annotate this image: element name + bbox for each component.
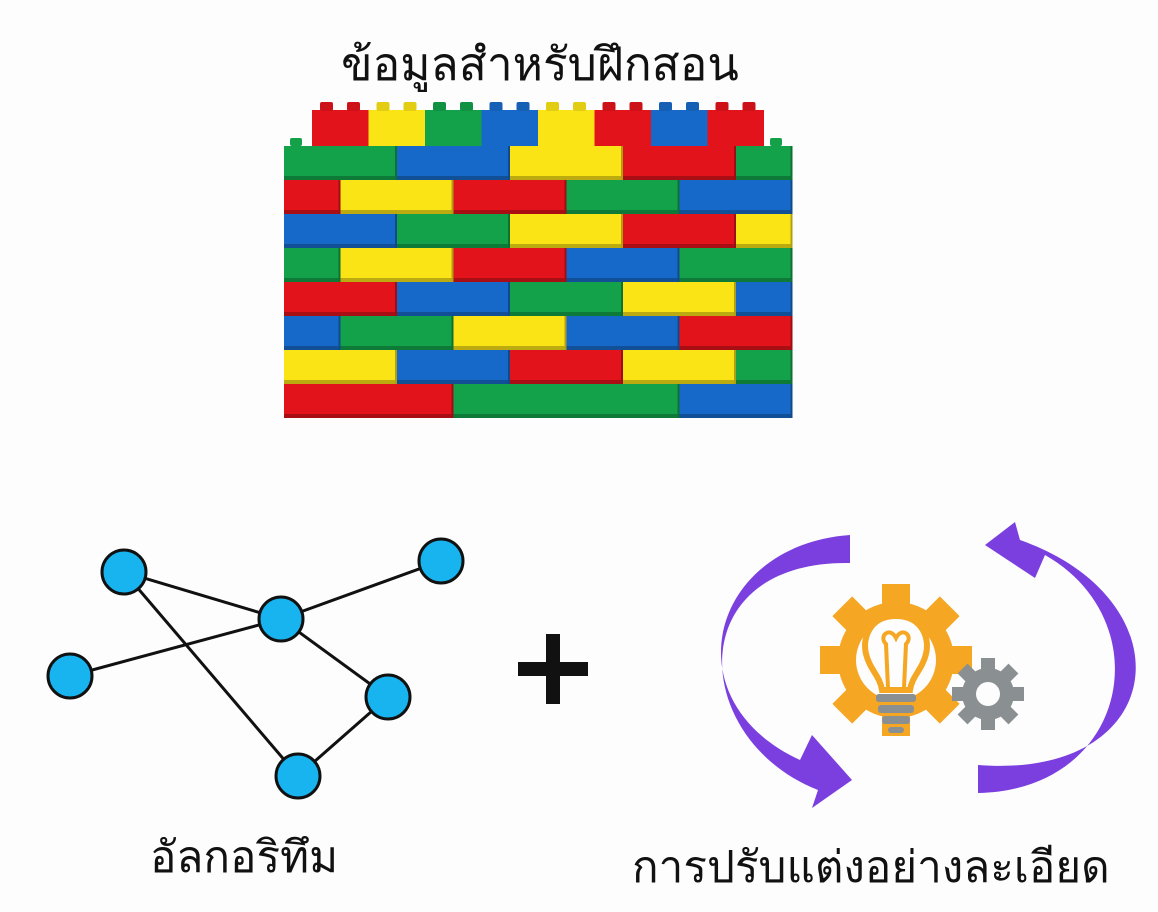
cycle-arrow-right <box>978 522 1136 793</box>
brick <box>510 350 623 384</box>
brick <box>284 214 397 248</box>
brick <box>453 316 567 350</box>
brick <box>736 350 793 384</box>
small-gear-icon <box>952 658 1024 730</box>
title: ข้อมูลสำหรับฝึกสอน <box>341 37 739 91</box>
brick <box>284 384 454 418</box>
brick <box>340 316 454 350</box>
brick <box>623 282 736 316</box>
graph-node <box>46 652 94 700</box>
brick <box>510 146 623 180</box>
brick <box>453 180 567 214</box>
brick <box>340 180 454 214</box>
graph-node <box>257 595 305 643</box>
brick <box>284 350 397 384</box>
finetune-icon <box>720 522 1136 808</box>
brick <box>397 282 510 316</box>
brick <box>736 214 793 248</box>
graph-node <box>100 548 148 596</box>
brick <box>623 350 736 384</box>
brick <box>284 282 397 316</box>
top-brick <box>707 110 764 146</box>
graph-node <box>417 537 465 585</box>
graph-node <box>364 673 412 721</box>
brick <box>397 214 510 248</box>
finetune-label: การปรับแต่งอย่างละเอียด <box>632 842 1110 893</box>
plus-sign <box>518 634 588 704</box>
cycle-arrow-left <box>720 535 852 808</box>
brick <box>623 214 736 248</box>
brick <box>284 316 341 350</box>
graph-edge <box>122 571 300 777</box>
brick <box>566 248 680 282</box>
brick <box>284 146 397 180</box>
brick <box>736 146 793 180</box>
brick <box>284 180 341 214</box>
top-brick <box>538 110 595 146</box>
brick <box>623 146 736 180</box>
brick <box>679 180 793 214</box>
top-brick <box>481 110 538 146</box>
brick <box>453 384 680 418</box>
graph-edge <box>280 559 442 621</box>
algorithm-graph <box>46 537 465 800</box>
top-brick <box>425 110 482 146</box>
brick <box>736 282 793 316</box>
brick <box>679 384 793 418</box>
brick <box>284 248 341 282</box>
top-brick <box>312 110 369 146</box>
top-brick <box>651 110 708 146</box>
top-brick <box>594 110 651 146</box>
top-brick <box>368 110 425 146</box>
lightbulb-gear-icon <box>820 584 972 736</box>
brick <box>566 180 680 214</box>
algorithm-label: อัลกอริทึม <box>150 832 339 883</box>
brick <box>510 282 623 316</box>
graph-node <box>274 752 322 800</box>
brick <box>453 248 567 282</box>
brick <box>340 248 454 282</box>
brick-wall <box>284 102 793 418</box>
brick <box>397 146 510 180</box>
brick <box>679 248 793 282</box>
brick <box>510 214 623 248</box>
brick <box>566 316 680 350</box>
graph-edge <box>69 617 282 678</box>
graph-edge <box>123 570 282 621</box>
brick <box>397 350 510 384</box>
brick <box>679 316 793 350</box>
